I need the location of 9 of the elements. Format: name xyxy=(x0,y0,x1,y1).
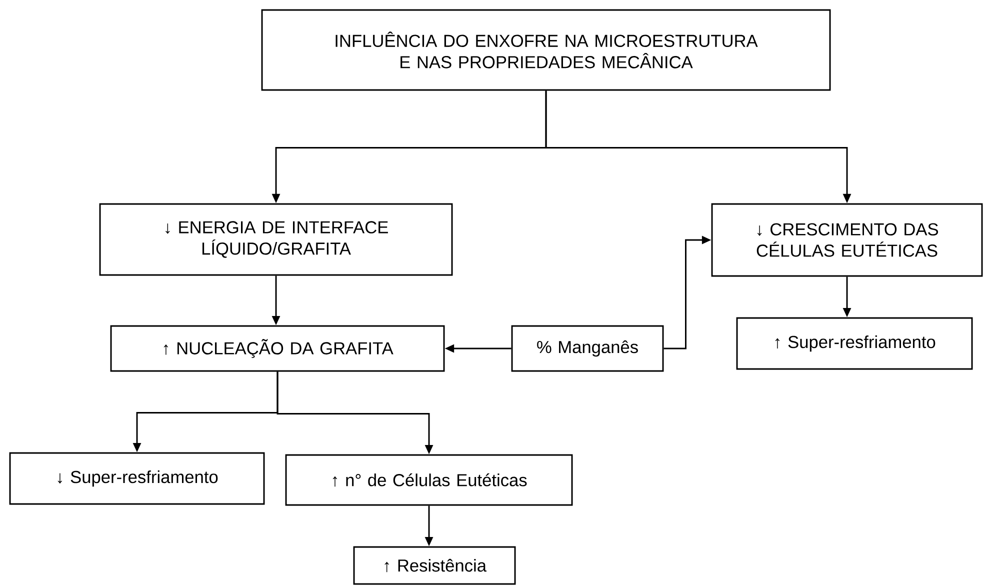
text-box: ↑ Resistência xyxy=(353,546,516,585)
text-box: INFLUÊNCIA DO ENXOFRE NA MICROESTRUTURA E NAS PROPRIEDADES MECÂNICA xyxy=(261,9,831,91)
text-box: ↑ n° de Células Eutéticas xyxy=(285,454,573,506)
text-box: ↓ CRESCIMENTO DAS CÉLULAS EUTÉTICAS xyxy=(711,203,983,277)
text-box: ↑ NUCLEAÇÃO DA GRAFITA xyxy=(110,325,445,372)
text-box: ↑ Super-resfriamento xyxy=(736,317,973,370)
text-box: ↓ ENERGIA DE INTERFACE LÍQUIDO/GRAFITA xyxy=(99,203,453,276)
text-box: ↓ Super-resfriamento xyxy=(9,452,265,505)
text-box: % Manganês xyxy=(511,325,664,372)
